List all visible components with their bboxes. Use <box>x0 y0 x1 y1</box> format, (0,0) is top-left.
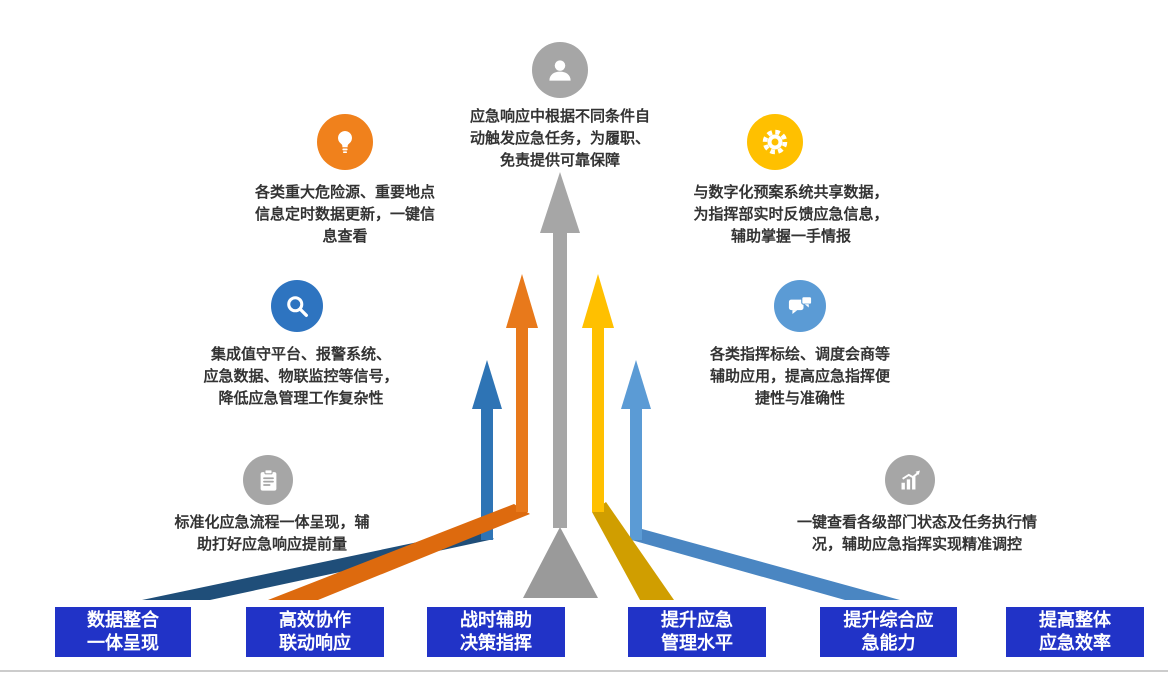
arrow-gray-shaft <box>553 228 567 528</box>
chat-icon <box>788 296 813 315</box>
bottom-divider <box>0 670 1168 672</box>
arrow-darkblue-shaft <box>481 403 493 540</box>
feature-text-integrated-signals: 集成值守平台、报警系统、 应急数据、物联监控等信号， 降低应急管理工作复杂性 <box>203 346 399 407</box>
benefit-box-comprehensive-capability: 提升综合应 急能力 <box>820 607 957 657</box>
arrow-lightblue-head <box>621 360 651 409</box>
arrow-gold-shaft <box>592 322 604 512</box>
user-icon-badge <box>532 42 588 98</box>
benefit-box-overall-efficiency: 提高整体 应急效率 <box>1006 607 1144 657</box>
arrow-lightblue-slant <box>628 529 900 600</box>
gear-icon-badge <box>747 114 803 170</box>
user-icon <box>549 60 571 81</box>
lightbulb-icon <box>337 131 353 153</box>
clipboard-icon <box>260 468 276 491</box>
feature-text-command-apps: 各类指挥标绘、调度会商等 辅助应用，提高应急指挥便 捷性与准确性 <box>709 346 890 407</box>
arrow-gray-base <box>523 527 598 598</box>
benefit-box-decision-command: 战时辅助 决策指挥 <box>427 607 565 657</box>
search-icon-badge <box>271 280 323 332</box>
lightbulb-icon-badge <box>317 114 373 170</box>
chart-icon <box>901 469 920 489</box>
feature-text-status-overview: 一键查看各级部门状态及任务执行情 况，辅助应急指挥实现精准调控 <box>796 514 1037 553</box>
feature-text-digital-plan: 与数字化预案系统共享数据， 为指挥部实时反馈应急信息， 辅助掌握一手情报 <box>693 184 889 245</box>
arrow-gold-slant <box>592 502 674 600</box>
gear-icon <box>762 129 788 155</box>
feature-text-standard-process: 标准化应急流程一体呈现，辅 助打好应急响应提前量 <box>174 514 370 553</box>
arrow-gray-head <box>540 172 580 233</box>
arrow-orange-shaft <box>516 322 528 512</box>
chat-icon-badge <box>774 280 826 332</box>
benefit-box-management-level: 提升应急 管理水平 <box>628 607 766 657</box>
chart-icon-badge <box>885 455 935 505</box>
feature-text-auto-trigger: 应急响应中根据不同条件自 动触发应急任务，为履职、 免责提供可靠保障 <box>469 108 650 169</box>
benefit-box-data-integration: 数据整合 一体呈现 <box>55 607 191 657</box>
arrow-orange-head <box>506 274 538 328</box>
arrow-darkblue-head <box>472 360 502 409</box>
clipboard-icon-badge <box>243 455 293 505</box>
benefit-box-collaboration: 高效协作 联动响应 <box>246 607 384 657</box>
arrow-gold-head <box>582 274 614 328</box>
search-icon <box>287 296 308 317</box>
arrow-lightblue-shaft <box>630 403 642 540</box>
feature-text-hazard-sources: 各类重大危险源、重要地点 信息定时数据更新，一键信 息查看 <box>254 184 435 245</box>
arrow-orange-slant <box>268 504 530 600</box>
